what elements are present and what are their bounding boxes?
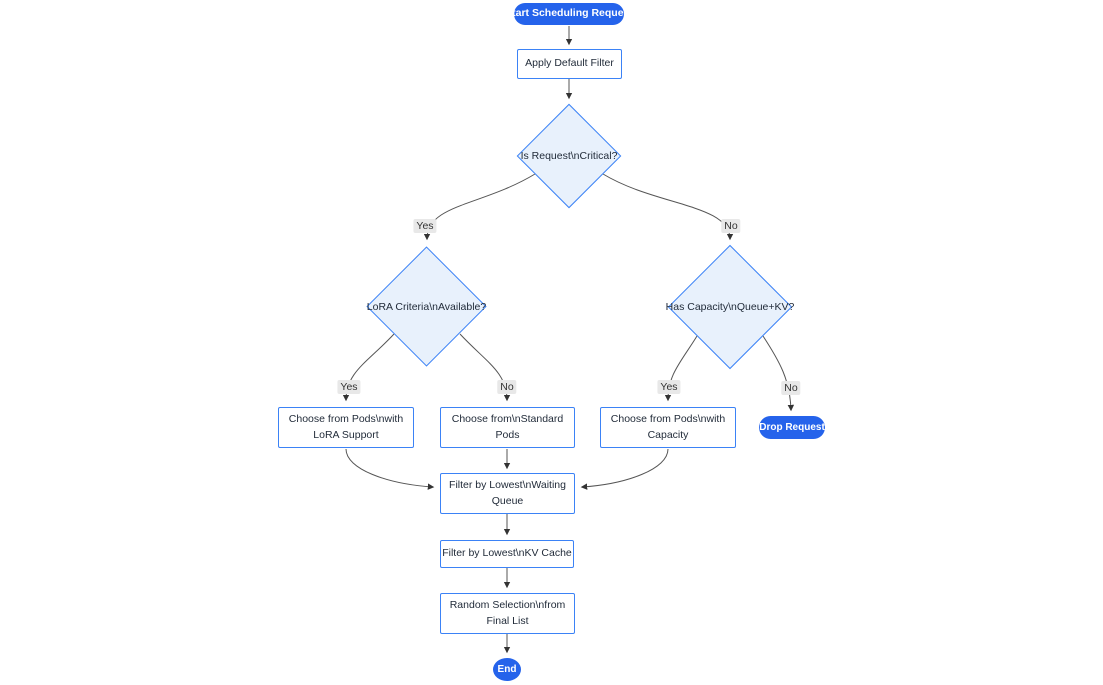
node-filter-kv-cache: Filter by Lowest\nKV Cache	[440, 540, 574, 568]
edge-critical-no	[602, 173, 734, 241]
node-filter-kv-cache-label: Filter by Lowest\nKV Cache	[442, 547, 572, 560]
node-choose-standard-pods-line2: Pods	[495, 428, 520, 441]
decision-is-critical-label: Is Request\nCritical?	[520, 150, 618, 162]
edge-label-lora-no: No	[497, 380, 517, 394]
node-end: End	[493, 658, 521, 681]
node-choose-capacity-pods: Choose from Pods\nwith Capacity	[600, 407, 736, 448]
node-start: Start Scheduling Request	[505, 3, 633, 25]
edge-critical-yes	[423, 173, 536, 241]
node-drop-request-label: Drop Request	[759, 422, 825, 433]
node-choose-lora-pods-line2: LoRA Support	[313, 428, 379, 441]
node-choose-capacity-pods-line2: Capacity	[647, 428, 689, 441]
node-start-label: Start Scheduling Request	[505, 7, 633, 20]
node-choose-standard-pods: Choose from\nStandard Pods	[440, 407, 575, 448]
node-choose-standard-pods-line1: Choose from\nStandard	[451, 412, 564, 425]
decision-lora-criteria: LoRA Criteria\nAvailable?	[366, 246, 487, 367]
node-filter-waiting-queue-line2: Queue	[491, 494, 524, 507]
node-apply-default-filter-label: Apply Default Filter	[525, 57, 614, 70]
node-filter-waiting-queue: Filter by Lowest\nWaiting Queue	[440, 473, 575, 514]
edge-label-critical-yes: Yes	[413, 219, 437, 233]
node-drop-request: Drop Request	[759, 416, 825, 439]
node-apply-default-filter: Apply Default Filter	[517, 49, 622, 79]
node-choose-capacity-pods-line1: Choose from Pods\nwith	[610, 412, 726, 425]
edge-label-critical-no: No	[721, 219, 741, 233]
decision-is-critical: Is Request\nCritical?	[516, 103, 622, 209]
node-random-selection-line2: Final List	[486, 614, 529, 627]
node-choose-lora-pods-line1: Choose from Pods\nwith	[288, 412, 404, 425]
edge-label-capacity-yes: Yes	[657, 380, 681, 394]
node-random-selection: Random Selection\nfrom Final List	[440, 593, 575, 634]
edge-label-lora-yes: Yes	[337, 380, 361, 394]
node-end-label: End	[497, 664, 517, 675]
edge-capacitypods-to-filter	[580, 448, 669, 490]
node-filter-waiting-queue-line1: Filter by Lowest\nWaiting	[449, 478, 566, 491]
edge-lorapods-to-filter	[345, 448, 435, 490]
decision-lora-criteria-label: LoRA Criteria\nAvailable?	[366, 300, 487, 313]
decision-has-capacity: Has Capacity\nQueue+KV?	[666, 244, 794, 370]
decision-has-capacity-label: Has Capacity\nQueue+KV?	[665, 301, 795, 313]
node-choose-lora-pods: Choose from Pods\nwith LoRA Support	[278, 407, 414, 448]
node-random-selection-line1: Random Selection\nfrom	[449, 598, 566, 611]
edge-capacity-no	[762, 335, 795, 412]
edge-label-capacity-no: No	[781, 381, 801, 395]
